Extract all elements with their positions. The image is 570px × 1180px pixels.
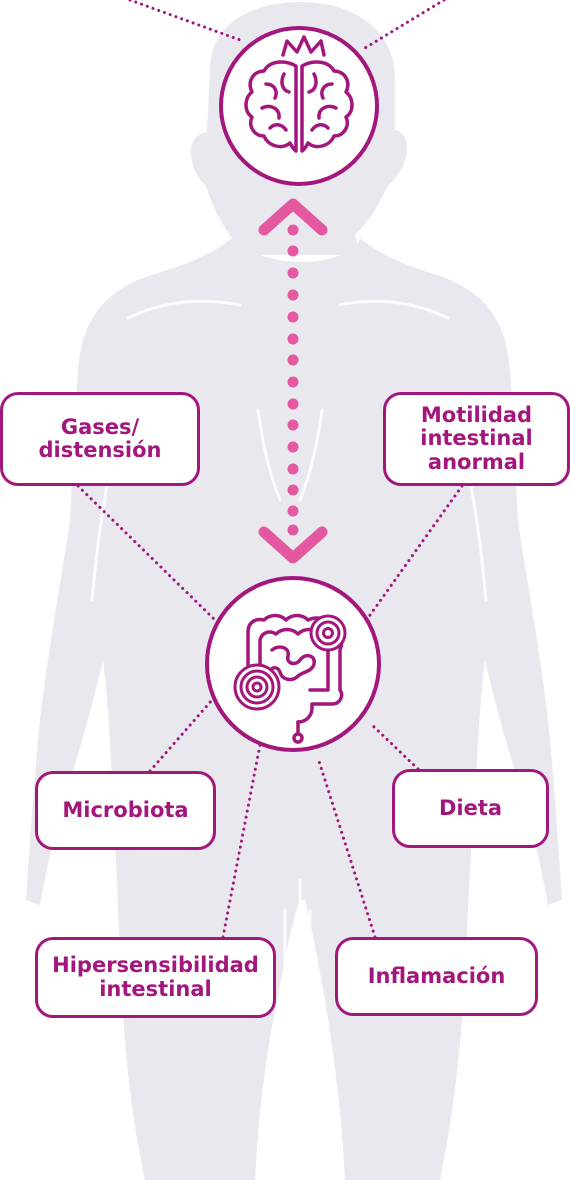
arrow-dots bbox=[288, 225, 299, 536]
factor-hipersensibilidad-intestinal: Hipersensibilidad intestinal bbox=[35, 937, 276, 1018]
intestine-node bbox=[207, 578, 379, 750]
factor-motilidad-intestinal: Motilidad intestinal anormal bbox=[383, 392, 570, 486]
factor-inflamacion-label: Inflamación bbox=[368, 965, 506, 988]
factor-microbiota: Microbiota bbox=[35, 771, 216, 850]
pain-target-icon bbox=[235, 665, 279, 709]
connector-brain-right bbox=[365, 0, 444, 48]
factor-dieta: Dieta bbox=[392, 769, 549, 848]
pain-target-icon bbox=[311, 616, 345, 650]
factor-gases-distension: Gases/ distensión bbox=[0, 392, 200, 486]
factor-microbiota-label: Microbiota bbox=[62, 799, 188, 822]
brain-node bbox=[221, 28, 377, 184]
factor-gases-label: Gases/ distensión bbox=[38, 416, 161, 462]
factor-dieta-label: Dieta bbox=[439, 797, 502, 820]
factor-hipersensibilidad-label: Hipersensibilidad intestinal bbox=[52, 954, 259, 1000]
factor-inflamacion: Inflamación bbox=[335, 937, 538, 1016]
factor-motilidad-label: Motilidad intestinal anormal bbox=[420, 404, 533, 473]
